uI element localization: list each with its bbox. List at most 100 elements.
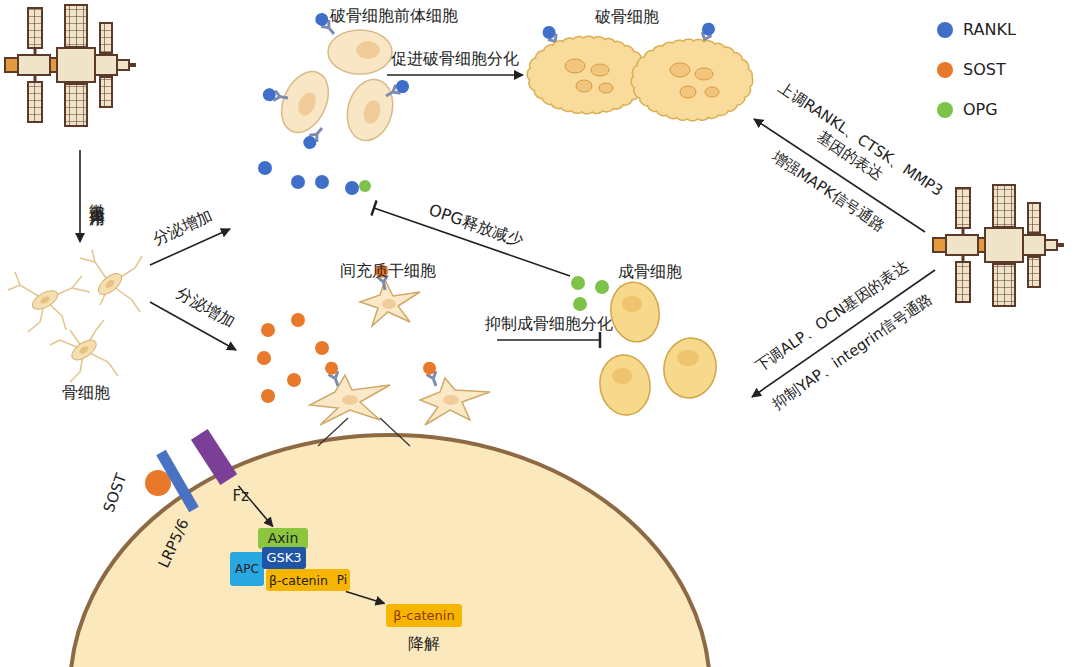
satellite-icon [933,185,1064,306]
zoom-line [318,418,410,446]
osteoclast-cell [670,63,690,77]
effect-arrow [80,119,935,397]
opg-dot [571,276,609,311]
rankl-dot [345,181,359,195]
osteocyte-cell [78,345,90,356]
msc-cell [360,280,420,326]
msc-cell [323,360,344,388]
msc-cell [420,378,490,425]
zoom-line [318,418,410,446]
precursor-cell [356,41,380,59]
rankl-dot [258,161,371,195]
cell-group: 破骨细胞 [525,35,725,115]
edge-label: 促进破骨细胞分化 [391,49,519,70]
opg-dot [595,280,609,294]
osteoclast-cell [695,68,713,80]
node-label: LRP5/6 [154,516,192,571]
rankl-dot [291,175,305,189]
rankl-dot [258,161,272,175]
osteocyte-cell [29,287,60,313]
precursor-cell [272,64,337,140]
precursor-cell [272,30,399,146]
osteoblast-cell [612,368,632,384]
osteoblast-cell [659,334,721,402]
effect-arrow [79,150,81,242]
osteoclast-cell [576,80,592,92]
sost-dot [261,389,275,403]
receptor-bar: Fz [191,429,237,485]
sost-dot [261,323,275,337]
protein-box: β-cateninPi [266,569,350,591]
annotation-label: 微重力作用 [87,191,108,201]
osteoclast-cell [533,42,747,115]
msc-cell [310,264,490,425]
opg-dot [571,276,585,290]
satellite-icon [5,5,136,126]
legend-text: OPG [963,100,998,119]
satellite-icon [5,5,1064,306]
legend-row: OPG [937,100,998,119]
legend-text: SOST [963,60,1006,79]
osteoclast-cell [533,42,643,108]
precursor-cell [295,90,320,119]
osteoclast-cell [705,87,719,97]
node-label: 骨细胞 [62,383,110,402]
osteoclast-cell [680,86,696,98]
msc-cell [342,395,358,405]
osteocyte-cell [39,295,51,305]
precursor-cell [361,98,383,125]
cell-group: 间充质干细胞 [305,275,495,405]
osteoblast-cell [622,296,642,312]
annotation-label: 分泌增加 [172,283,238,333]
node-label: 破骨细胞 [595,7,659,26]
precursor-cell [328,30,392,74]
effect-arrow [752,270,935,397]
legend-row: SOST [937,60,1006,79]
osteocyte-cell [104,278,116,289]
node-sublabel: Pi [337,573,347,587]
node-label: GSK3 [266,550,301,566]
osteoclast-cell [637,45,747,115]
osteoblast-cell [677,350,699,366]
sost-dot [315,341,329,355]
node-label: 成骨细胞 [618,262,682,281]
node-label: Axin [268,530,299,547]
osteoclast-cell [565,59,585,73]
msc-cell [310,375,390,425]
msc-cell [421,360,442,388]
connector-arrow [497,339,600,341]
connector-arrow [387,74,523,76]
sost-dot [291,313,305,327]
msc-cell [443,395,459,405]
osteoclast-cell [533,42,643,108]
cell-membrane [70,435,710,667]
osteoblast-cell [596,278,721,418]
legend-swatch [937,62,953,78]
osteoclast-cell [591,64,609,76]
protein-box: Axin [258,528,308,549]
legend-row: RANKL [937,20,1016,39]
rankl-receptor [262,87,289,104]
node-label: Fz [232,487,249,505]
osteoblast-cell [596,352,654,418]
rankl-receptor [383,78,412,102]
cell-group: 骨细胞 [10,255,140,375]
node-label: β-catenin [393,608,454,624]
rankl-dot [315,175,329,189]
cell-group: 成骨细胞 [600,275,720,405]
osteoclast-cell [637,45,747,115]
rankl-dot [359,180,371,192]
osteoclast-cell [599,83,613,93]
protein-box: APC [230,552,264,586]
osteoblast-cell [606,278,664,345]
sost-dot [257,351,271,365]
osteocyte-cell [69,336,100,364]
protein-box: β-catenin降解 [386,604,462,627]
rankl-receptor [301,124,327,152]
cell-membrane [70,435,710,667]
edge-label: 抑制成骨细胞分化 [485,314,613,335]
legend-swatch [937,102,953,118]
sost-dot [287,373,301,387]
